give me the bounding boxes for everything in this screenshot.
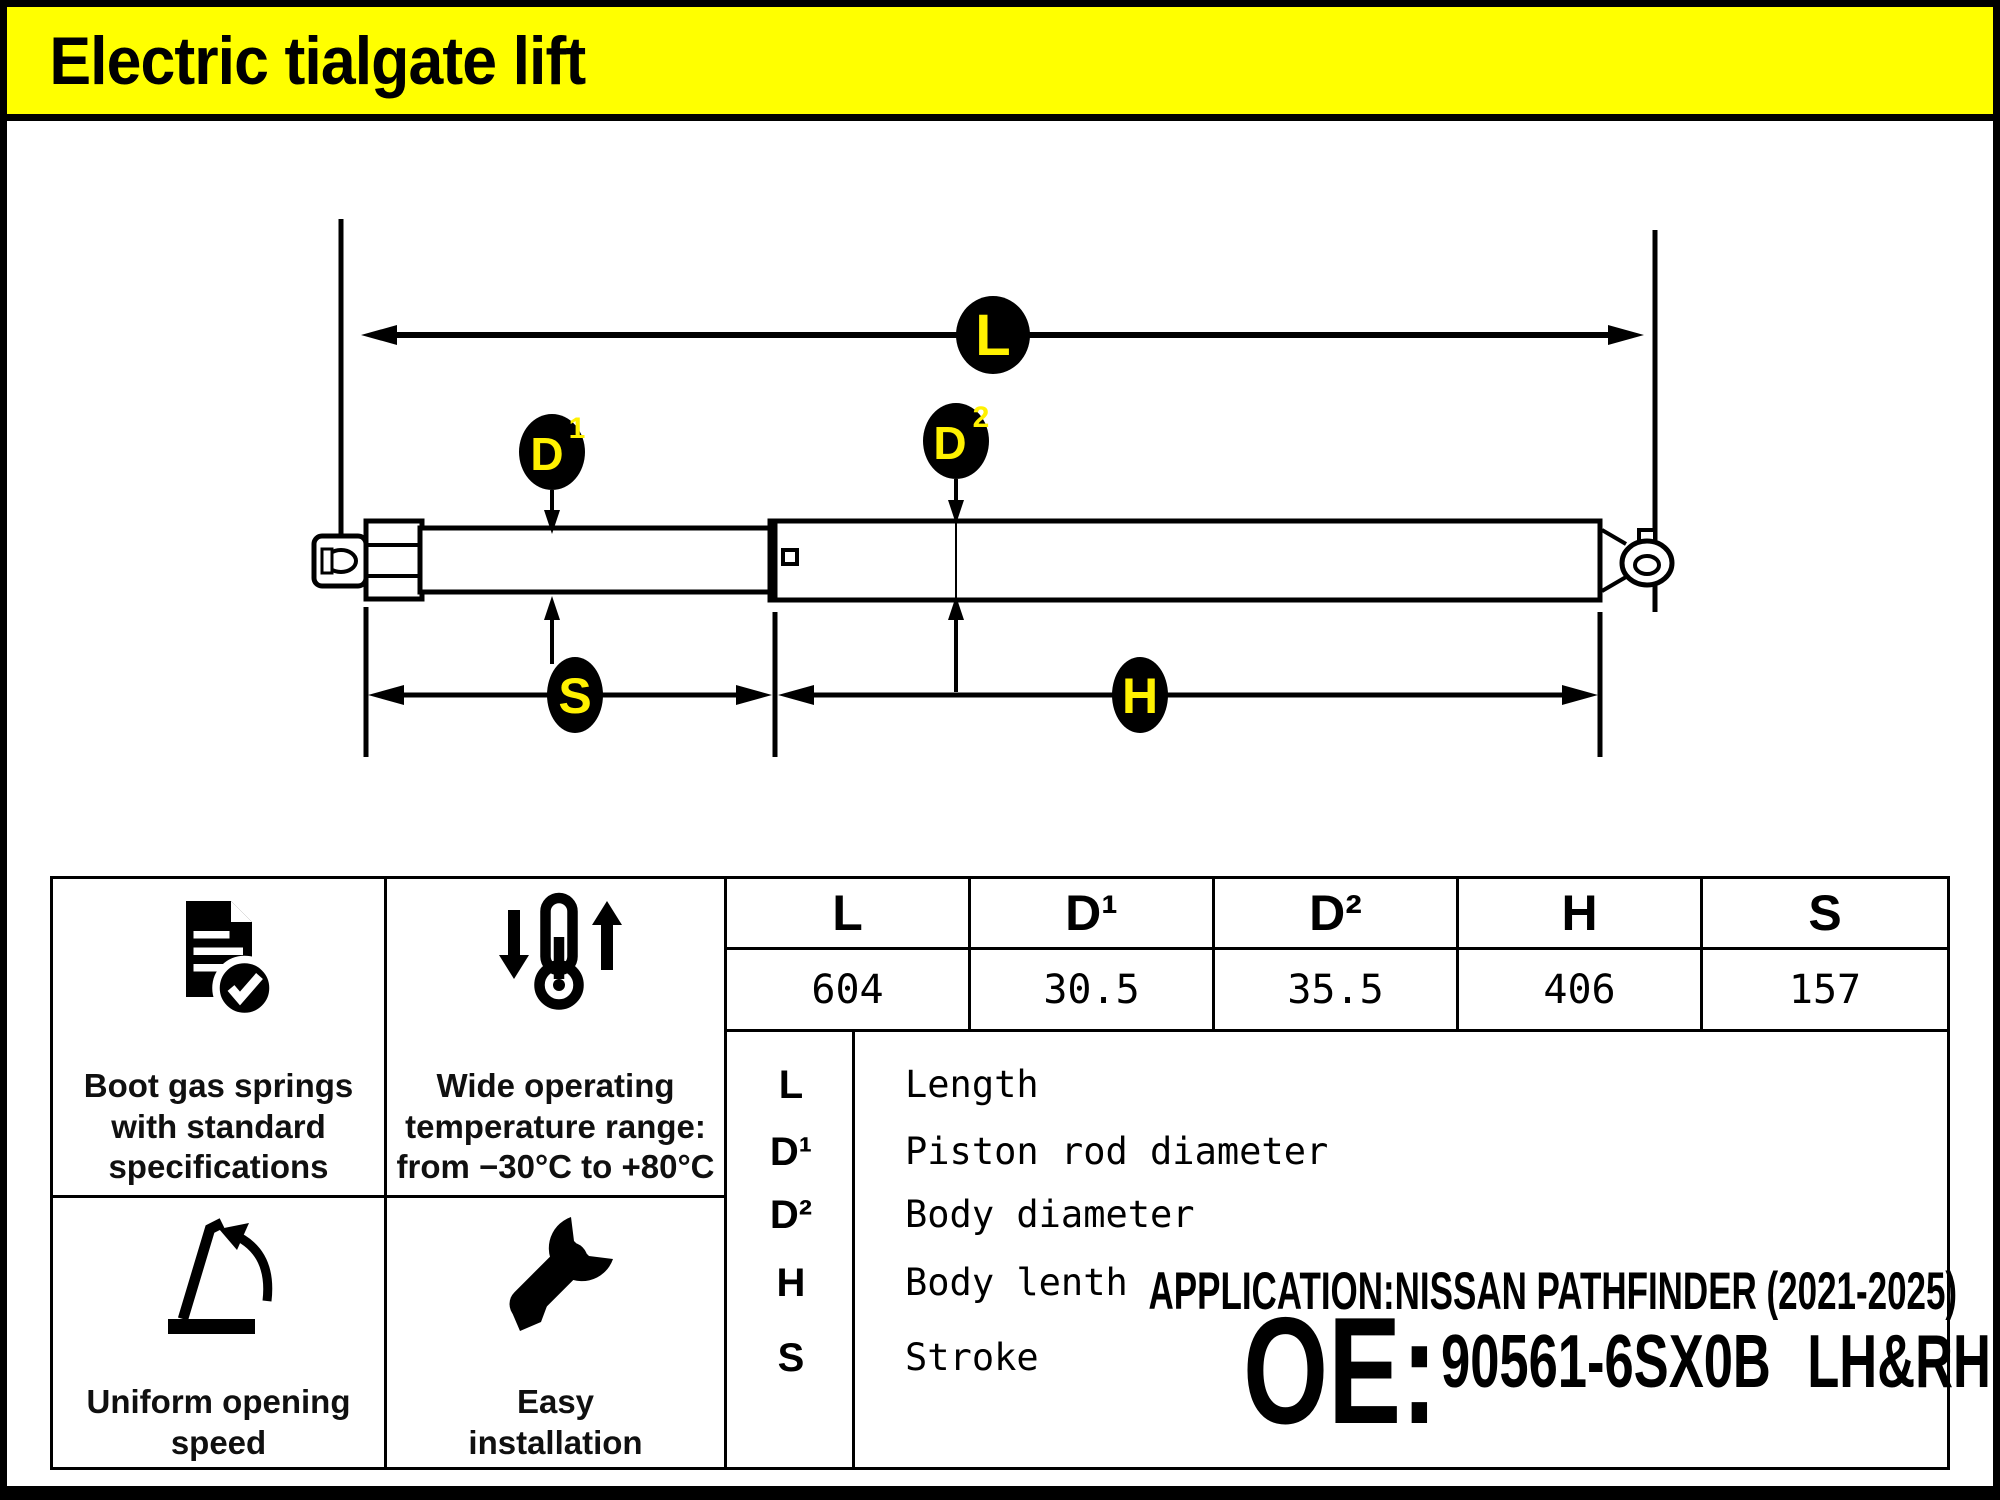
svg-text:S: S xyxy=(558,668,591,724)
spec-header-D2: D² xyxy=(1215,879,1459,950)
value-label: 406 xyxy=(1543,966,1616,1013)
spec-header-S: S xyxy=(1703,879,1947,950)
spec-value-D1: 30.5 xyxy=(971,950,1215,1032)
pointer-D1 xyxy=(544,490,560,664)
legend-symbol-D2: D² xyxy=(769,1193,813,1237)
feature-cell-easy-installation: Easy installation xyxy=(387,1198,727,1467)
legend-symbol-H: H xyxy=(776,1261,806,1305)
header-label: S xyxy=(1808,885,1842,941)
feature-label-line: Uniform opening xyxy=(86,1382,351,1420)
title-bar: Electric tialgate lift xyxy=(7,7,1993,121)
value-label: 157 xyxy=(1788,966,1862,1013)
oe-label: OE: xyxy=(1243,1286,1438,1456)
svg-text:D: D xyxy=(530,428,563,480)
legend-symbol-column xyxy=(727,1032,855,1467)
spec-value-D2: 35.5 xyxy=(1215,950,1459,1032)
dimension-line-H xyxy=(778,685,1598,705)
legend-label-stroke: Stroke xyxy=(905,1336,1039,1379)
oe-number-line: 90561-6SX0B LH&RH xyxy=(1441,1321,1991,1401)
feature-cell-opening-speed: Uniform opening speed xyxy=(53,1198,387,1467)
feature-label-line: Easy xyxy=(516,1382,595,1420)
feature-label-line: with standard xyxy=(111,1107,326,1145)
oe-number: 90561-6SX0B xyxy=(1441,1319,1771,1403)
spec-table: Boot gas springs with standard specifica… xyxy=(50,876,1991,1470)
badge-D1: D 1 xyxy=(519,412,585,490)
header-label: L xyxy=(832,885,863,941)
badge-S: S xyxy=(547,657,603,733)
svg-text:L: L xyxy=(975,303,1010,368)
header-label: D¹ xyxy=(1065,885,1118,941)
header-label: D² xyxy=(1309,885,1362,941)
spec-header-L: L xyxy=(727,879,971,950)
legend-symbol-L: L xyxy=(778,1063,804,1107)
wrench-icon xyxy=(509,1216,613,1331)
piston-rod-collar xyxy=(363,518,425,602)
legend-symbol-D1: D¹ xyxy=(769,1130,813,1174)
feature-label-line: speed xyxy=(170,1423,267,1461)
gas-spring-illustration xyxy=(311,518,1675,603)
badge-H: H xyxy=(1112,657,1168,733)
spec-header-H: H xyxy=(1459,879,1703,950)
right-ball-socket xyxy=(1600,528,1675,593)
value-label: 35.5 xyxy=(1287,966,1384,1013)
document-check-icon xyxy=(185,900,277,1020)
spring-body xyxy=(767,518,1603,603)
pointer-D2 xyxy=(948,479,964,692)
feature-cell-standard-specs: Boot gas springs with standard specifica… xyxy=(53,879,387,1198)
feature-label-line: Boot gas springs xyxy=(83,1066,354,1104)
svg-text:1: 1 xyxy=(569,412,586,445)
feature-label-line: installation xyxy=(468,1423,643,1461)
spec-value-L: 604 xyxy=(727,950,971,1032)
feature-label-line: from −30°C to +80°C xyxy=(396,1148,715,1186)
svg-text:H: H xyxy=(1122,668,1158,724)
opening-speed-icon xyxy=(167,1217,272,1334)
spec-header-D1: D¹ xyxy=(971,879,1215,950)
header-label: H xyxy=(1561,885,1598,941)
feature-label-line: Wide operating xyxy=(436,1066,675,1104)
oe-variant: LH&RH xyxy=(1807,1319,1991,1403)
badge-L: L xyxy=(956,296,1030,374)
page-title: Electric tialgate lift xyxy=(49,22,586,99)
spec-value-S: 157 xyxy=(1703,950,1947,1032)
svg-text:D: D xyxy=(933,417,966,469)
spec-value-H: 406 xyxy=(1459,950,1703,1032)
feature-cell-temperature-range: Wide operating temperature range: from −… xyxy=(387,879,727,1198)
svg-text:2: 2 xyxy=(973,401,990,434)
legend-symbol-S: S xyxy=(777,1336,805,1380)
feature-label-line: specifications xyxy=(108,1148,329,1186)
legend-label-body-length: Body lenth xyxy=(905,1261,1128,1304)
badge-D2: D 2 xyxy=(923,401,989,479)
piston-rod xyxy=(417,525,778,595)
value-label: 604 xyxy=(811,966,884,1013)
thermometer-range-icon xyxy=(498,892,622,1010)
value-label: 30.5 xyxy=(1043,966,1140,1013)
feature-label-line: temperature range: xyxy=(405,1107,706,1145)
legend-label-length: Length xyxy=(905,1063,1039,1106)
body-port-detail xyxy=(781,548,799,566)
legend-label-piston-rod-diameter: Piston rod diameter xyxy=(905,1130,1329,1173)
application-line: APPLICATION:NISSAN PATHFINDER (2021-2025… xyxy=(1148,1262,1957,1321)
legend-label-body-diameter: Body diameter xyxy=(905,1193,1195,1236)
